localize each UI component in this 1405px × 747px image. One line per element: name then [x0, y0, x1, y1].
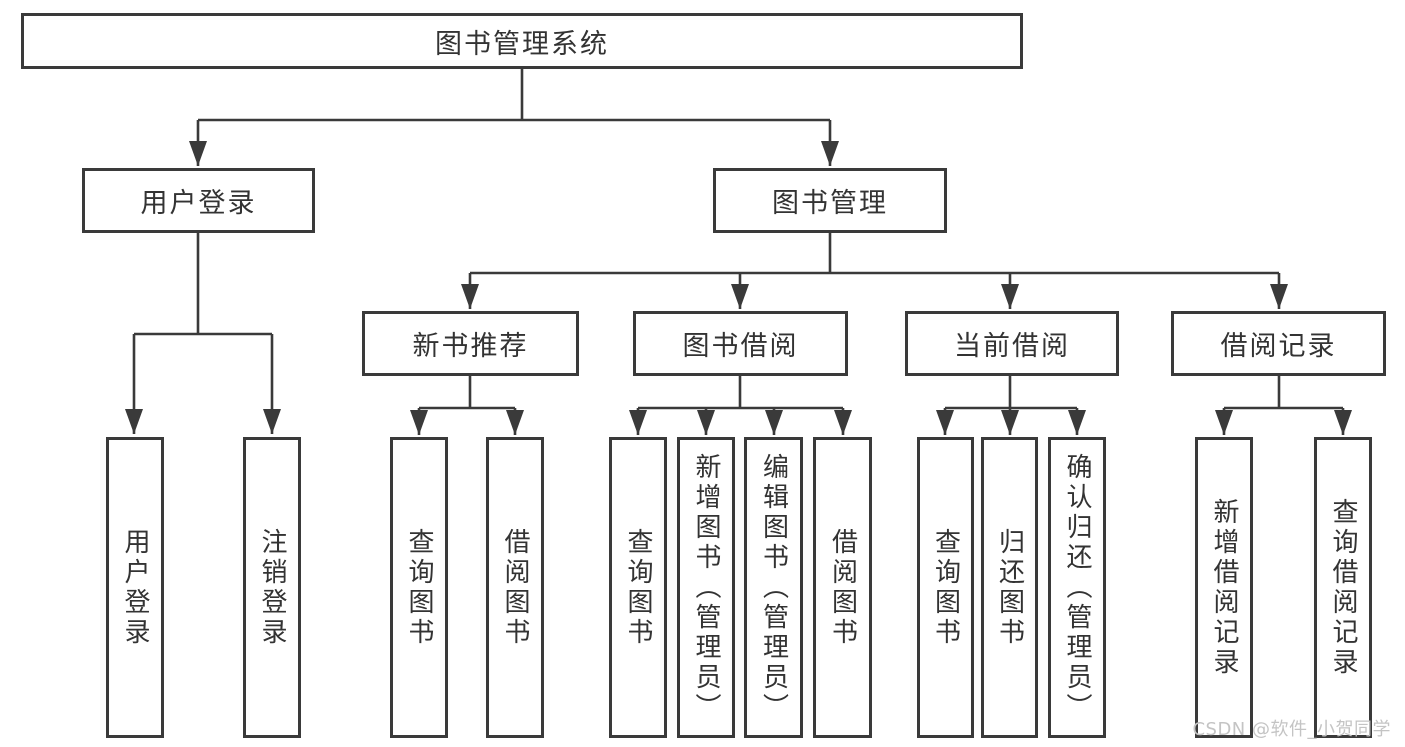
node-label: 借阅图书 — [500, 527, 530, 648]
node-label: 新书推荐 — [412, 331, 529, 362]
edge-borrow-records-children — [1215, 376, 1352, 435]
node-label: 用户登录 — [140, 188, 257, 219]
node-label: 新增图书（管理员） — [691, 452, 721, 723]
edge-root-to-level1 — [189, 68, 839, 166]
leaf-query-books-recommend: 查询图书 — [390, 437, 448, 738]
edge-user-login-children — [125, 232, 281, 434]
leaf-borrow-books-recommend: 借阅图书 — [486, 437, 544, 738]
edge-book-borrow-children — [629, 376, 852, 435]
leaf-borrow-books: 借阅图书 — [813, 437, 872, 738]
csdn-watermark: CSDN @软件_小贺同学 — [1192, 719, 1391, 740]
leaf-query-borrow-record: 查询借阅记录 — [1314, 437, 1372, 738]
node-current-borrow: 当前借阅 — [905, 311, 1119, 376]
node-user-login: 用户登录 — [82, 168, 315, 233]
node-label: 归还图书 — [994, 527, 1025, 648]
node-label: 图书管理系统 — [435, 28, 609, 60]
leaf-user-login: 用户登录 — [106, 437, 164, 738]
leaf-add-borrow-record: 新增借阅记录 — [1195, 437, 1253, 738]
node-label: 查询借阅记录 — [1328, 497, 1358, 678]
leaf-confirm-return-admin: 确认归还（管理员） — [1048, 437, 1106, 738]
node-label: 查询图书 — [930, 527, 961, 648]
node-root: 图书管理系统 — [21, 13, 1023, 69]
node-book-borrow: 图书借阅 — [633, 311, 848, 376]
node-label: 编辑图书（管理员） — [758, 452, 789, 723]
node-new-book-recommend: 新书推荐 — [362, 311, 579, 376]
edge-current-borrow-children — [936, 376, 1086, 435]
node-label: 注销登录 — [257, 527, 287, 648]
leaf-query-books-borrow: 查询图书 — [609, 437, 667, 738]
leaf-edit-book-admin: 编辑图书（管理员） — [744, 437, 803, 738]
leaf-add-book-admin: 新增图书（管理员） — [677, 437, 735, 738]
node-borrow-records: 借阅记录 — [1171, 311, 1386, 376]
node-label: 图书借阅 — [682, 331, 799, 362]
node-label: 新增借阅记录 — [1209, 497, 1239, 678]
node-label: 查询图书 — [623, 527, 653, 648]
node-label: 借阅记录 — [1220, 331, 1337, 362]
node-label: 用户登录 — [120, 527, 150, 648]
leaf-logout: 注销登录 — [243, 437, 301, 738]
leaf-return-books: 归还图书 — [981, 437, 1038, 738]
leaf-query-books-current: 查询图书 — [917, 437, 974, 738]
edge-new-books-children — [410, 376, 524, 435]
node-label: 确认归还（管理员） — [1062, 452, 1092, 723]
node-label: 当前借阅 — [954, 331, 1070, 362]
node-label: 查询图书 — [404, 527, 434, 648]
node-label: 图书管理 — [772, 188, 888, 219]
node-book-management: 图书管理 — [713, 168, 947, 233]
node-label: 借阅图书 — [827, 527, 858, 648]
edge-book-mgmt-to-level2 — [461, 232, 1288, 309]
